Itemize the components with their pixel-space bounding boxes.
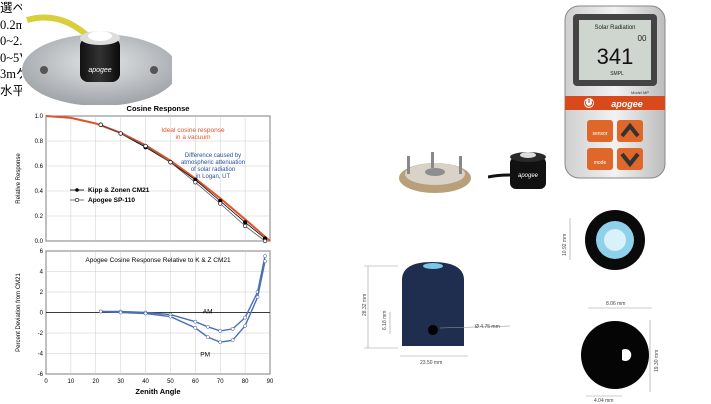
data-point (193, 319, 198, 324)
ideal-annotation: in a vacuum (175, 134, 210, 141)
top-y-axis-label: Relative Response (16, 153, 22, 204)
mode-button[interactable] (587, 148, 613, 170)
meter-model: Model MP (631, 90, 649, 95)
difference-annotation: of solar radiation (191, 167, 235, 173)
data-point (205, 325, 210, 329)
x-tick-label: 50 (167, 379, 174, 385)
y-tick-label: 0.4 (35, 189, 44, 195)
pm-label: PM (200, 352, 210, 359)
top-plot-frame (45, 115, 271, 242)
sensor-bottom-view (581, 321, 649, 389)
y-tick-label: 4 (40, 270, 44, 276)
x-tick-label: 40 (142, 379, 149, 385)
x-tick-label: 30 (117, 379, 124, 385)
x-tick-label: 10 (68, 379, 75, 385)
meter-unit: SMPL (610, 71, 624, 77)
legend-marker (75, 188, 79, 192)
data-point (98, 122, 103, 127)
sensor-brand-label: apogee (88, 67, 111, 74)
up-arrow-icon (620, 122, 640, 138)
bottom-chart-title: Apogee Cosine Response Relative to K & Z… (85, 257, 231, 264)
y-tick-label: 2 (40, 290, 44, 296)
y-tick-label: 0.0 (35, 239, 44, 245)
difference-annotation: in Logan, UT (196, 174, 231, 180)
meter-reading: 341 (597, 44, 634, 69)
data-point (262, 238, 268, 244)
sensor-cable-photo: apogee (488, 152, 546, 189)
data-point (143, 143, 148, 149)
x-tick-label: 70 (217, 379, 224, 385)
mode-button-label: mode (594, 160, 607, 166)
sensor-button-label: sensor (592, 131, 607, 137)
meter-device: Solar Radiation 00 341 SMPL Model MP apo… (564, 5, 666, 179)
y-tick-label: 0.8 (35, 139, 44, 145)
dim-bottom-height: 19.30 mm (654, 350, 660, 372)
sensor-button[interactable] (587, 120, 613, 142)
meter-small-reading: 00 (638, 34, 647, 43)
dim-top-diameter: 10.92 mm (562, 234, 568, 256)
legend-label: Kipp & Zonen CM21 (88, 187, 150, 194)
data-point (243, 220, 248, 225)
ideal-annotation: Ideal cosine response (161, 127, 225, 134)
top-chart-title: Cosine Response (127, 104, 190, 113)
x-tick-label: 60 (192, 379, 199, 385)
dim-height: 28.32 mm (362, 294, 368, 316)
data-point (218, 201, 223, 206)
x-tick-label: 20 (92, 379, 99, 385)
y-tick-label: -6 (38, 372, 44, 378)
data-point (193, 180, 198, 185)
data-point (243, 323, 247, 328)
bottom-y-axis-label: Percent Deviation from CM21 (16, 272, 22, 351)
data-point (218, 329, 223, 333)
dim-inner-height: 6.18 mm (382, 311, 388, 330)
data-point (218, 340, 223, 345)
x-tick-label: 90 (267, 379, 274, 385)
x-tick-label: 80 (242, 379, 249, 385)
sensor-cable-label: apogee (518, 173, 539, 179)
sensor-side-view (402, 262, 464, 346)
data-point (168, 314, 173, 319)
y-tick-label: 6 (40, 249, 44, 255)
x-tick-label: 0 (44, 379, 48, 385)
legend-label: Apogee SP-110 (88, 197, 135, 204)
meter-brand: apogee (611, 99, 643, 109)
meter-screen-title: Solar Radiation (594, 25, 635, 31)
x-axis-label: Zenith Angle (135, 387, 180, 396)
data-point (263, 259, 267, 264)
data-point (243, 315, 247, 320)
y-tick-label: 1.0 (35, 114, 44, 120)
series-line (100, 124, 266, 242)
data-point (230, 327, 235, 331)
data-point (118, 131, 123, 136)
data-point (205, 335, 210, 339)
data-point (143, 311, 148, 316)
sensor-photo: apogee (22, 0, 172, 105)
y-tick-label: -4 (38, 352, 44, 358)
y-tick-label: 0.6 (35, 164, 44, 170)
data-point (243, 223, 248, 229)
dimension-drawing: 28.32 mm 6.18 mm Ø 4.75 mm 23.50 mm 10.9… (362, 210, 660, 404)
am-label: AM (203, 309, 213, 316)
data-point (118, 310, 123, 315)
data-point (263, 254, 267, 258)
difference-annotation: Difference caused by (185, 153, 241, 159)
data-point (255, 295, 260, 299)
dim-bottom-width: 8.06 mm (606, 301, 625, 307)
y-tick-label: 0 (40, 311, 44, 317)
y-tick-label: 0.2 (35, 214, 44, 220)
dim-notch: 4.04 mm (594, 398, 613, 404)
data-point (168, 160, 173, 165)
dim-width: 23.50 mm (420, 360, 442, 366)
y-tick-label: -2 (38, 331, 44, 337)
data-point (98, 309, 103, 314)
legend-marker (74, 197, 80, 203)
dim-hole: Ø 4.75 mm (475, 324, 500, 330)
data-point (230, 338, 235, 343)
difference-annotation: atmospheric attenuation (181, 160, 245, 166)
series-line (45, 115, 271, 242)
down-arrow-icon (620, 152, 640, 168)
data-point (193, 326, 198, 330)
mount-plate-photo (399, 152, 471, 193)
